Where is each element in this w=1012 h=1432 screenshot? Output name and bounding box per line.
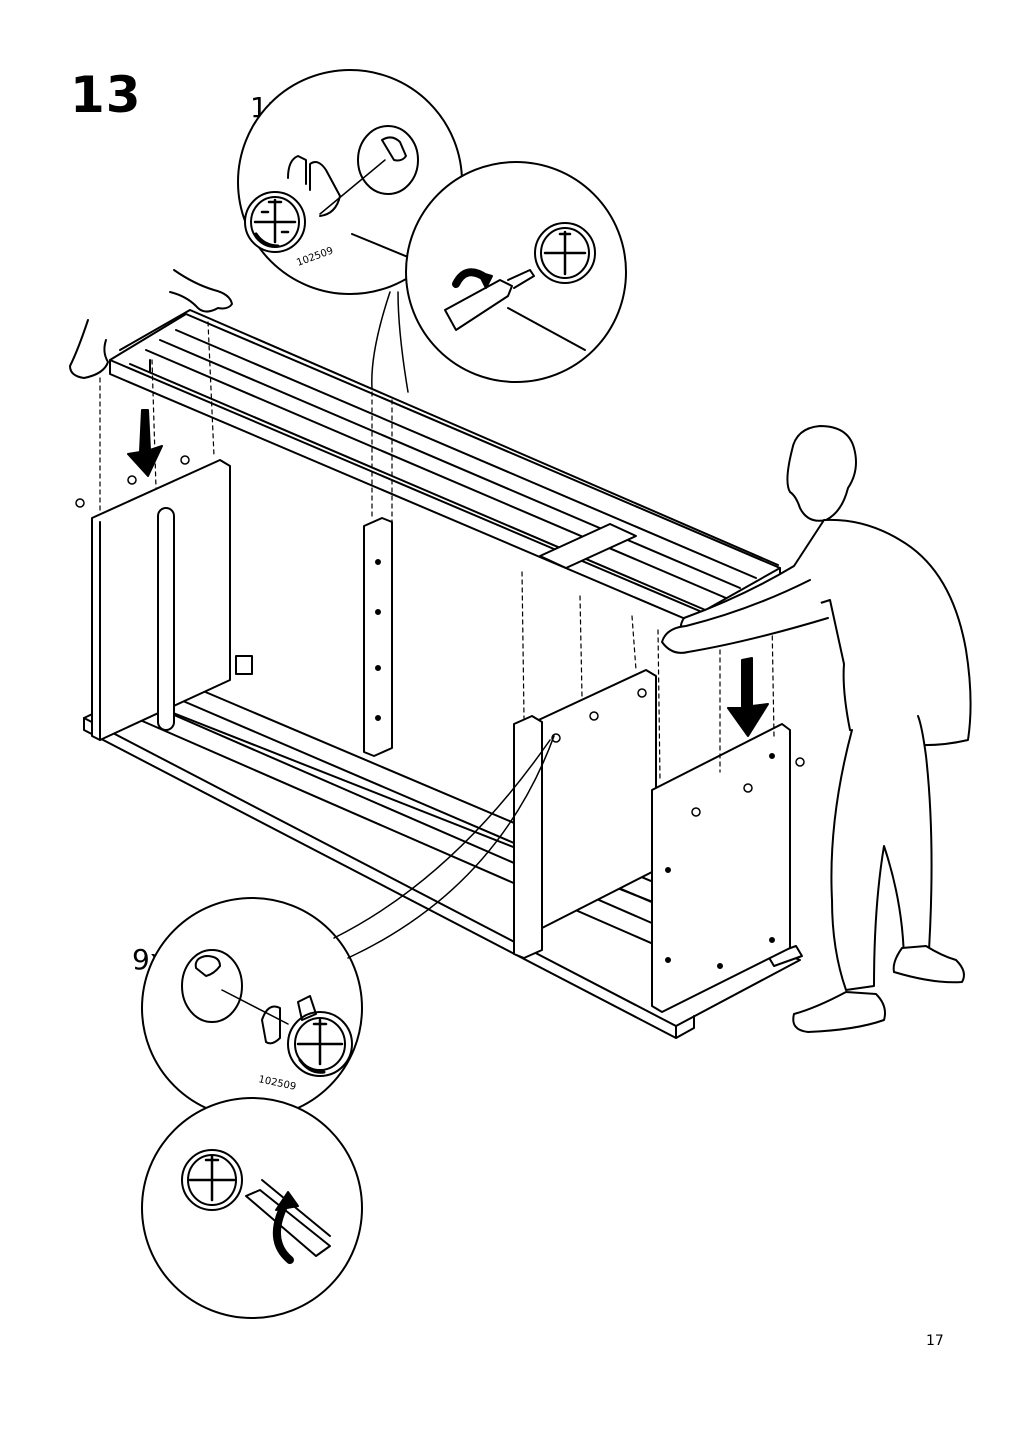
- cam-lock-icon: [261, 995, 353, 1077]
- cam-lock-detail-bottom: 102509: [141, 735, 555, 1119]
- rotate-arrow-icon: [272, 1191, 299, 1264]
- hands-left: [69, 269, 233, 379]
- cam-lock-icon: [244, 155, 341, 253]
- cam-lock-detail-top: 102509: [237, 69, 463, 295]
- screwdriver-icon: [245, 1189, 331, 1257]
- step-number: 13: [70, 66, 142, 124]
- person-figure: [661, 425, 972, 1033]
- page-number: 17: [926, 1333, 944, 1349]
- cam-fittings: [75, 455, 805, 817]
- down-arrow-icon-left: [127, 409, 163, 477]
- screwdriver-detail-bottom: [141, 1097, 363, 1319]
- rotate-arrow-icon: [452, 268, 493, 289]
- sideboard-frame: [75, 309, 805, 1039]
- cam-head-icon: [534, 222, 596, 284]
- down-arrow-icon-right: [727, 657, 769, 737]
- screwdriver-detail-top: [371, 161, 627, 393]
- cam-head-icon: [181, 1149, 243, 1211]
- screwdriver-icon: [444, 269, 535, 331]
